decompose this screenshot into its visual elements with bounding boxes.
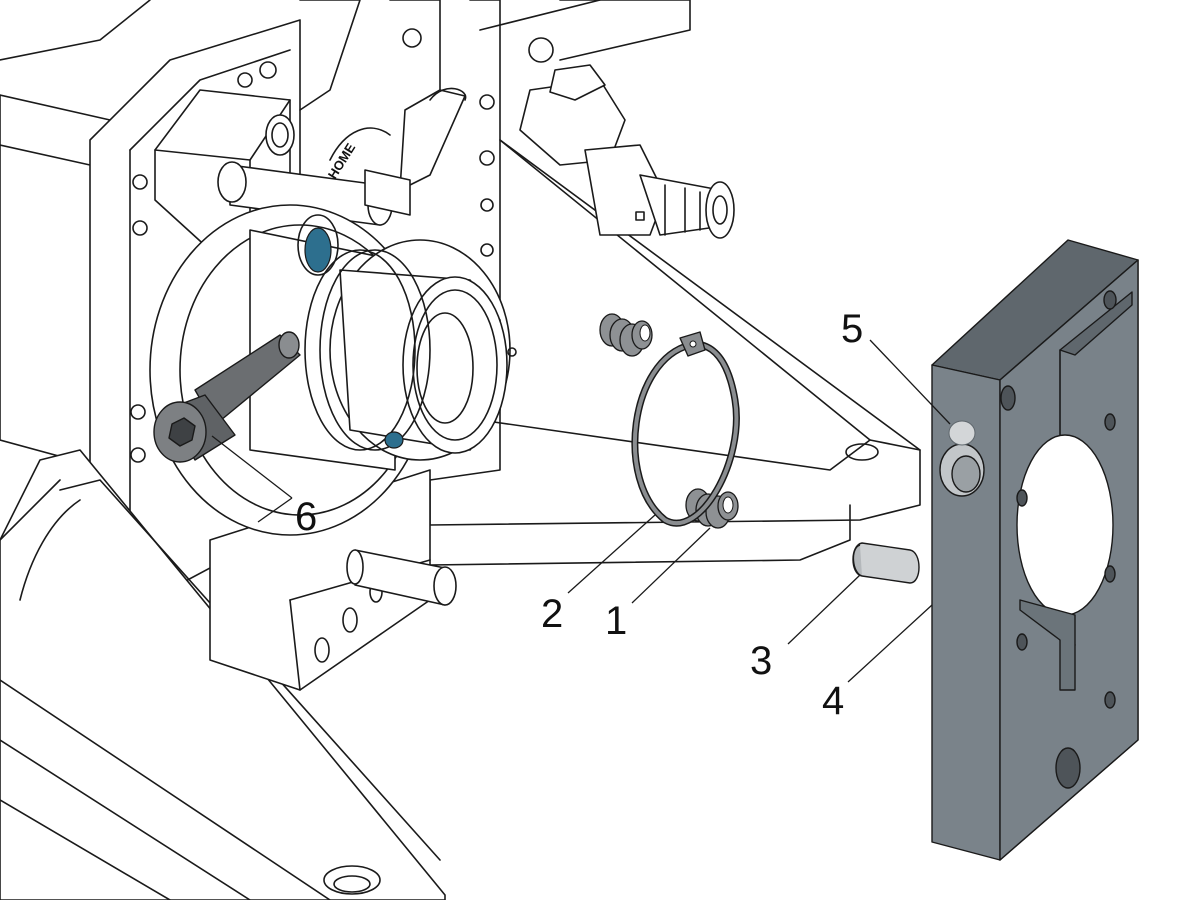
callout-2: 2 [541, 592, 563, 636]
retaining-ring [631, 331, 740, 527]
leader-1 [631, 527, 711, 604]
leader-lines [211, 339, 951, 683]
leader-6a [211, 435, 293, 499]
callout-4: 4 [822, 679, 844, 723]
mounting-plate [931, 239, 1139, 861]
spring-lower [685, 488, 739, 529]
callouts: 1 2 3 4 5 6 [295, 307, 863, 723]
leader-6b [257, 497, 293, 523]
home-label: HOME [325, 140, 359, 181]
key [852, 542, 920, 584]
home-sensor: HOME [325, 87, 467, 216]
leader-2 [567, 514, 656, 594]
blue-plug-upper [297, 214, 339, 276]
callout-1: 1 [605, 599, 627, 643]
cap-screw [153, 331, 301, 463]
spring-upper [599, 313, 653, 357]
callout-6: 6 [295, 495, 317, 539]
blue-plug-lower [384, 431, 404, 449]
leader-5 [869, 339, 951, 425]
callout-5: 5 [841, 307, 863, 351]
leader-3 [787, 574, 861, 645]
hose-fitting [519, 64, 735, 239]
locating-pin [948, 420, 976, 446]
spindle-hub [149, 204, 517, 536]
leader-4 [847, 604, 933, 683]
callout-3: 3 [750, 639, 772, 683]
